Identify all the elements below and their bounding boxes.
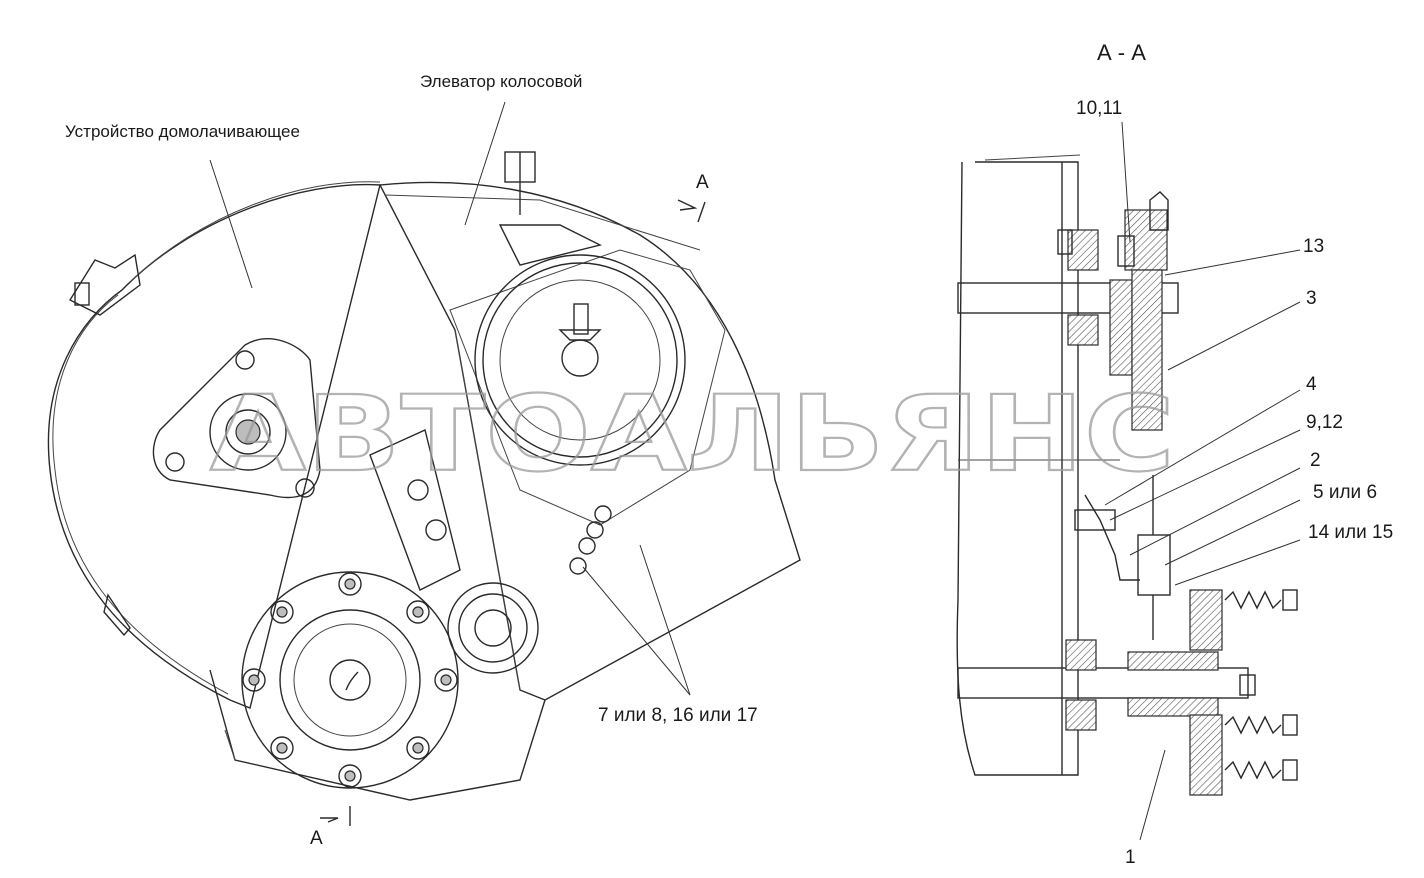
drive-hub — [241, 571, 459, 789]
callout-13: 13 — [1303, 236, 1324, 257]
callout-3: 3 — [1306, 288, 1317, 309]
thresher-housing — [47, 183, 381, 709]
section-a-a-view — [956, 121, 1301, 841]
callout-14-15: 14 или 15 — [1308, 522, 1393, 543]
callout-7-8-16-17: 7 или 8, 16 или 17 — [598, 705, 758, 726]
section-title: А - А — [1097, 40, 1146, 65]
label-thresher: Устройство домолачивающее — [65, 122, 300, 141]
section-mark-bottom: А — [310, 828, 323, 849]
callout-4: 4 — [1306, 374, 1317, 395]
hub-bolts — [242, 572, 458, 788]
section-mark-top: А — [696, 172, 709, 193]
callout-9-12: 9,12 — [1306, 412, 1343, 433]
callout-1: 1 — [1125, 847, 1136, 868]
label-elevator: Элеватор колосовой — [420, 72, 582, 91]
callout-5-6: 5 или 6 — [1313, 482, 1377, 503]
watermark: АВТОАЛЬЯНС — [210, 373, 1175, 495]
bearing-flange — [152, 338, 321, 499]
tension-roller — [447, 582, 539, 674]
elevator-housing — [378, 181, 801, 701]
callout-2: 2 — [1310, 450, 1321, 471]
left-assembly-view — [47, 101, 801, 826]
springs — [1224, 589, 1298, 781]
callout-10-11: 10,11 — [1076, 98, 1122, 119]
